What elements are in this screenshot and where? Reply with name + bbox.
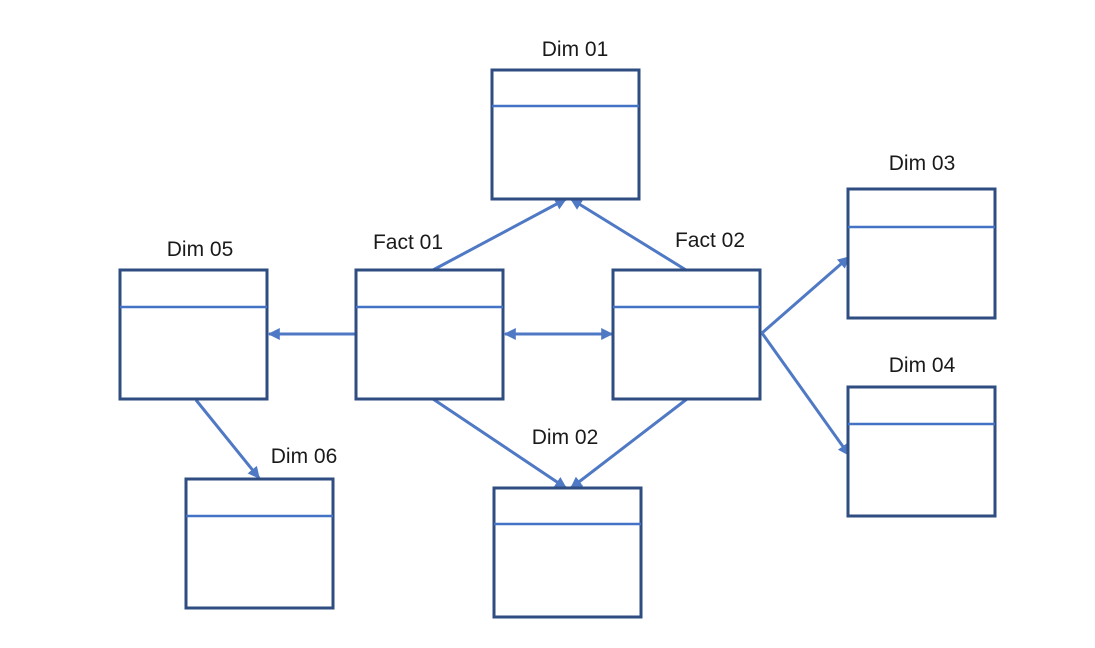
table-box xyxy=(846,385,997,518)
table-fact01[interactable]: Fact 01 xyxy=(354,231,505,401)
table-dim03[interactable]: Dim 03 xyxy=(846,152,997,320)
table-box xyxy=(184,477,335,610)
relationships xyxy=(194,197,851,490)
table-fact02[interactable]: Fact 02 xyxy=(611,229,762,401)
table-label: Dim 04 xyxy=(889,354,956,377)
relationship-fact01-dim01 xyxy=(432,197,568,272)
table-label: Dim 06 xyxy=(271,445,338,468)
table-label: Dim 05 xyxy=(167,238,234,261)
relationship-fact02-dim02 xyxy=(570,397,688,490)
table-dim01[interactable]: Dim 01 xyxy=(490,38,641,201)
relationship-dim05-dim06 xyxy=(194,399,261,479)
table-label: Fact 02 xyxy=(675,229,745,252)
relationship-fact02-dim01 xyxy=(569,197,687,272)
relationship-fact01-dim02 xyxy=(432,397,567,490)
table-dim06[interactable]: Dim 06 xyxy=(184,445,338,610)
table-label: Dim 01 xyxy=(542,38,609,61)
table-box xyxy=(490,68,641,201)
relationship-fact02-dim04 xyxy=(760,332,851,456)
table-label: Fact 01 xyxy=(373,231,443,254)
table-box xyxy=(118,268,269,401)
table-box xyxy=(354,268,505,401)
table-box xyxy=(611,268,762,401)
table-label: Dim 02 xyxy=(532,426,599,449)
table-dim04[interactable]: Dim 04 xyxy=(846,354,997,518)
table-label: Dim 03 xyxy=(889,152,956,175)
relationship-fact02-dim03 xyxy=(761,255,850,335)
table-dim02[interactable]: Dim 02 xyxy=(492,426,643,619)
table-box xyxy=(846,187,997,320)
table-dim05[interactable]: Dim 05 xyxy=(118,238,269,401)
table-box xyxy=(492,486,643,619)
